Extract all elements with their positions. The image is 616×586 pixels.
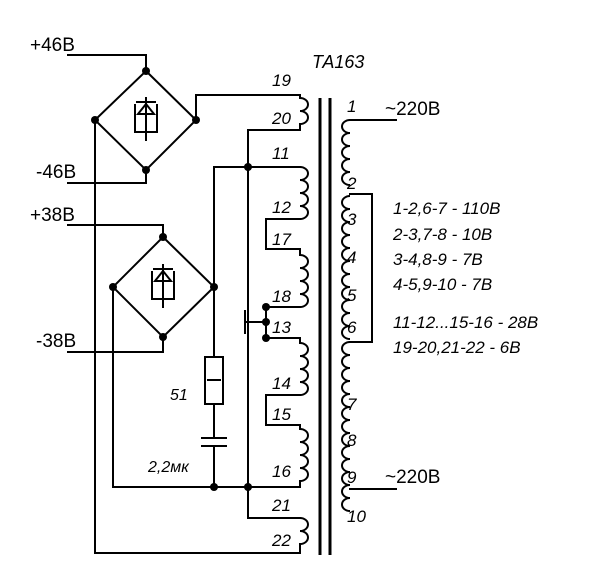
spec-line: 19-20,21-22 - 6В	[393, 338, 521, 357]
wire-winding-20-21	[247, 123, 301, 519]
coil-11-12	[299, 166, 309, 220]
spec-line: 2-3,7-8 - 10В	[392, 225, 492, 244]
junction-dot	[262, 334, 270, 342]
pin-label: 4	[347, 248, 356, 267]
pin-label: 14	[272, 374, 291, 393]
wire-winding-22	[94, 119, 301, 554]
pin-label: 12	[272, 198, 291, 217]
wire-tap-14-15	[265, 394, 301, 430]
spec-line: 3-4,8-9 - 7В	[393, 250, 483, 269]
wire-primary-tap-2-6	[349, 193, 373, 343]
wire-winding-19	[195, 94, 301, 121]
coil-17-18	[299, 254, 309, 308]
junction-dot	[262, 318, 270, 326]
pin-label: 17	[272, 230, 291, 249]
pin-label: 6	[347, 318, 357, 337]
pin-label: 18	[272, 287, 291, 306]
pin-label: 19	[272, 71, 291, 90]
pin-label: 13	[272, 318, 291, 337]
coil-21-22	[299, 517, 309, 545]
coil-15-16	[299, 428, 309, 482]
resistor-value: 51	[170, 387, 188, 404]
pin-label: 7	[347, 395, 357, 414]
coil-2-6	[341, 195, 351, 340]
label-mains-bottom: ~220В	[385, 467, 440, 488]
label-pos38: +38В	[30, 205, 75, 226]
pin-label: 11	[272, 144, 290, 163]
coil-13-14	[299, 342, 309, 396]
wire-bridge2-right	[213, 166, 301, 288]
pin-label: 1	[347, 97, 356, 116]
capacitor-value: 2,2мк	[147, 459, 190, 476]
junction-dot	[210, 483, 218, 491]
wire-bridge2-left	[112, 286, 301, 488]
wire-tap-12-17	[265, 218, 301, 256]
pin-label: 3	[347, 210, 357, 229]
label-pos46: +46В	[30, 35, 75, 56]
pin-label: 9	[347, 468, 357, 487]
junction-dot	[262, 303, 270, 311]
wire-neg46	[67, 169, 147, 184]
coil-19-20	[299, 97, 309, 125]
pin-label: 15	[272, 405, 291, 424]
pin-label: 10	[347, 507, 366, 526]
coil-6-10	[341, 341, 351, 512]
label-neg38: -38В	[36, 331, 76, 352]
label-neg46: -46В	[36, 162, 76, 183]
pin-label: 5	[347, 286, 357, 305]
wire-pos46	[67, 54, 147, 72]
junction-dot	[244, 163, 252, 171]
pin-label: 20	[271, 109, 291, 128]
label-mains-top: ~220В	[385, 99, 440, 120]
pin-label: 8	[347, 431, 357, 450]
bridge-1-diode-icon	[134, 97, 158, 141]
spec-line: 1-2,6-7 - 110В	[393, 199, 500, 218]
wire-neg38	[67, 336, 164, 353]
coil-1-2	[341, 119, 351, 186]
pin-label: 21	[271, 496, 291, 515]
bridge-2-diode-icon	[151, 264, 175, 308]
spec-line: 11-12...15-16 - 28В	[393, 313, 538, 332]
pin-label: 16	[272, 462, 291, 481]
wire-pos38	[67, 224, 164, 238]
junction-dot	[244, 483, 252, 491]
spec-line: 4-5,9-10 - 7В	[393, 275, 492, 294]
pin-label: 2	[346, 174, 357, 193]
transformer-label: ТА163	[312, 52, 364, 72]
pin-label: 22	[271, 531, 291, 550]
